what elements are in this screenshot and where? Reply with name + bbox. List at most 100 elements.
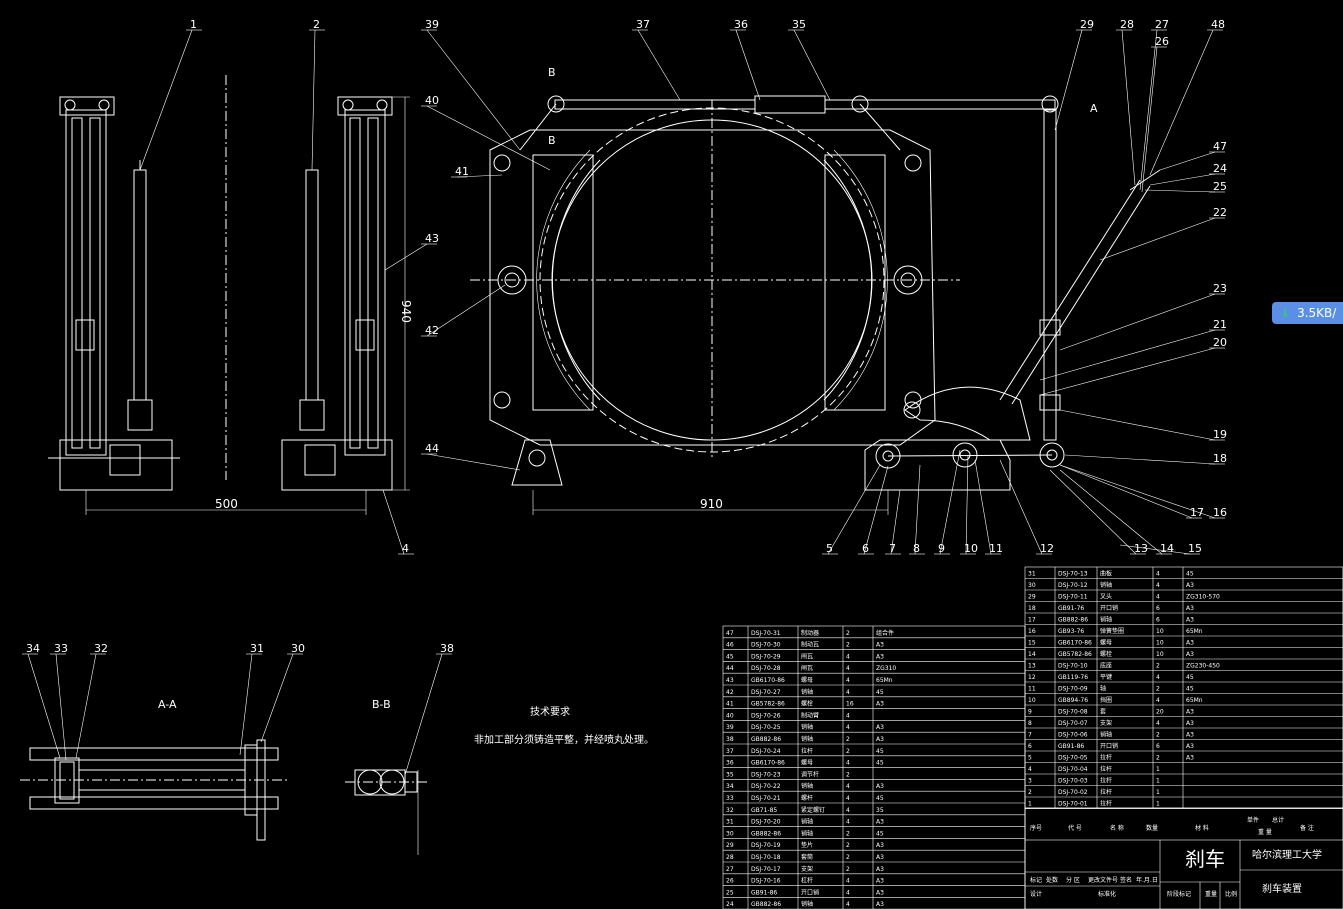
bom-cell-code: DSJ-70-23 (751, 771, 781, 778)
bom-cell-name: 紧定螺钉 (801, 806, 825, 814)
bom-cell-no: 37 (726, 748, 734, 755)
label-b-top: B (548, 66, 556, 79)
bom-cell-code: DSJ-70-04 (1058, 766, 1088, 773)
bom-cell-mat: 65Mn (1186, 697, 1203, 704)
bom-cell-name: 拉杆 (1100, 754, 1112, 762)
bom-cell-qty: 4 (846, 783, 850, 790)
bom-cell-mat: A3 (876, 901, 884, 908)
bom-cell-no: 29 (726, 842, 734, 849)
callout-number: 41 (455, 165, 469, 178)
callout-leader (382, 489, 405, 555)
bom-cell-name: 支架 (1100, 719, 1112, 727)
bom-cell-qty: 10 (1156, 640, 1164, 647)
bom-cell-mat: ZG310 (876, 665, 896, 672)
bom-cell-code: DSJ-70-19 (751, 842, 781, 849)
bom-cell-name: 销轴 (1100, 616, 1112, 624)
callout-number: 30 (291, 642, 305, 655)
dim-width-left: 500 (215, 497, 238, 511)
bom-cell-no: 13 (1028, 663, 1036, 670)
bom-cell-name: 螺母 (1100, 639, 1112, 647)
bom-cell-mat: 45 (1186, 571, 1194, 578)
bom-cell-no: 18 (1028, 605, 1036, 612)
callout-leader (404, 653, 443, 776)
bom-cell-code: DSJ-70-21 (751, 795, 781, 802)
dimension-labels: 500 940 910 (215, 300, 723, 511)
bom-cell-mat: 45 (1186, 686, 1194, 693)
bom-cell-no: 36 (726, 760, 734, 767)
rev-doc: 更改文件号 (1088, 876, 1118, 884)
callout-leader (426, 284, 506, 337)
bom-cell-name: 垫片 (801, 841, 813, 849)
bom-cell-qty: 4 (846, 901, 850, 908)
bom-cell-code: DSJ-70-13 (1058, 571, 1088, 578)
bom-cell-no: 29 (1028, 594, 1036, 601)
callout-leader (1059, 293, 1216, 351)
callout-number: 9 (938, 542, 945, 555)
bom-cell-no: 12 (1028, 674, 1036, 681)
section-bb (345, 769, 430, 855)
bom-cell-qty: 2 (846, 630, 850, 637)
dim-height-left: 940 (399, 300, 413, 323)
bom-cell-name: 制动瓦 (801, 641, 819, 649)
bom-cell-code: GB119-76 (1058, 674, 1088, 681)
bom-cell-qty: 16 (846, 701, 854, 708)
bom-cell-code: DSJ-70-24 (751, 748, 781, 755)
bom-cell-mat: 65Mn (1186, 628, 1203, 635)
callout-number: 39 (425, 18, 439, 31)
bom-cell-name: 拉杆 (1100, 777, 1112, 785)
bom-cell-qty: 2 (846, 830, 850, 837)
bom-cell-mat: A3 (876, 878, 884, 885)
bom-cell-mat: 45 (876, 830, 884, 837)
bom-cell-mat: 65Mn (876, 677, 893, 684)
label-aa: A-A (158, 698, 177, 711)
callout-leader (637, 29, 681, 101)
bom-cell-qty: 2 (846, 771, 850, 778)
bom-cell-name: 拉杆 (1100, 800, 1112, 808)
bom-cell-name: 轴 (1100, 685, 1106, 693)
callout-leader (965, 454, 969, 555)
header-unit: 单件 (1247, 816, 1259, 824)
callout-leader (1039, 347, 1216, 396)
callout-leader (139, 29, 193, 171)
callout-leader (863, 465, 889, 555)
callout-number: 27 (1155, 18, 1169, 31)
bom-cell-no: 47 (726, 630, 734, 637)
bom-cell-mat: A3 (1186, 709, 1194, 716)
callout-number: 14 (1160, 542, 1174, 555)
bom-cell-no: 35 (726, 771, 734, 778)
callout-number: 33 (54, 642, 68, 655)
bom-cell-qty: 10 (1156, 651, 1164, 658)
bom-cell-code: DSJ-70-05 (1058, 755, 1088, 762)
callout-number: 38 (440, 642, 454, 655)
bom-cell-code: DSJ-70-17 (751, 866, 781, 873)
bom-cell-mat: A3 (1186, 605, 1194, 612)
bom-cell-name: 销轴 (801, 782, 813, 790)
callout-leader (793, 29, 831, 101)
bom-cell-mat: 组合件 (876, 629, 894, 637)
bom-cell-code: DSJ-70-08 (1058, 709, 1088, 716)
bom-cell-name: 拉杆 (1100, 788, 1112, 796)
callout-number: 29 (1080, 18, 1094, 31)
bom-cell-no: 44 (726, 665, 734, 672)
left-side-view (48, 75, 410, 515)
bom-cell-mat: A3 (1186, 640, 1194, 647)
bom-cell-mat: A3 (876, 642, 884, 649)
bom-cell-mat: A3 (1186, 743, 1194, 750)
callout-number: 11 (989, 542, 1003, 555)
callout-number: 15 (1188, 542, 1202, 555)
bom-cell-qty: 2 (846, 842, 850, 849)
bom-cell-code: GB5782-86 (751, 701, 785, 708)
callout-leader (1039, 329, 1216, 381)
bom-cell-mat: 45 (876, 748, 884, 755)
bom-cell-qty: 4 (846, 807, 850, 814)
download-speed-badge[interactable]: ↓ 3.5KB/ (1272, 302, 1343, 324)
bom-cell-qty: 4 (846, 712, 850, 719)
callout-number: 36 (734, 18, 748, 31)
bom-cell-no: 4 (1028, 766, 1032, 773)
bom-cell-mat: A3 (876, 653, 884, 660)
bom-cell-name: 销轴 (801, 688, 813, 696)
bom-cell-qty: 2 (1156, 663, 1160, 670)
bom-cell-name: 拉杆 (801, 747, 813, 755)
bom-cell-qty: 1 (1156, 778, 1160, 785)
